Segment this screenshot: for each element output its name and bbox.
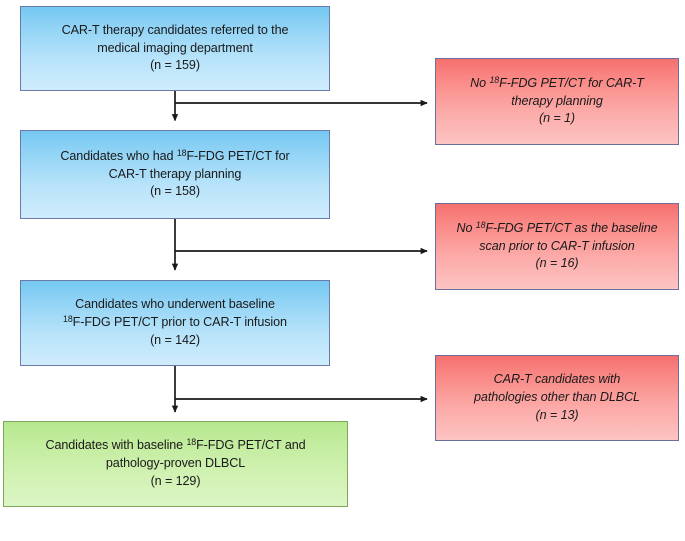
node-final-cohort-line2: pathology-proven DLBCL (105, 456, 246, 471)
node-no-pet-ct-planning-count: (n = 1) (538, 111, 576, 126)
node-baseline-pet-ct: Candidates who underwent baseline 18F-FD… (20, 280, 330, 366)
node-baseline-pet-ct-count: (n = 142) (150, 332, 200, 347)
node-no-pet-ct-planning-line2: therapy planning (511, 93, 603, 108)
node-no-pet-ct-planning-isotope: 18 (489, 74, 500, 85)
node-no-pet-ct-planning: No 18F-FDG PET/CT for CAR-T therapy plan… (435, 58, 679, 145)
node-other-pathologies-line1: CAR-T candidates with (493, 372, 621, 387)
node-other-pathologies: CAR-T candidates with pathologies other … (435, 355, 679, 441)
node-referred-line2: medical imaging department (97, 40, 253, 55)
node-had-pet-ct-line2: CAR-T therapy planning (108, 166, 242, 181)
node-had-pet-ct: Candidates who had 18F-FDG PET/CT for CA… (20, 130, 330, 219)
node-baseline-pet-ct-isotope: 18 (63, 314, 73, 325)
node-other-pathologies-count: (n = 13) (535, 407, 579, 422)
node-other-pathologies-line2: pathologies other than DLBCL (474, 390, 640, 405)
node-final-cohort: Candidates with baseline 18F-FDG PET/CT … (3, 421, 348, 507)
node-no-baseline-scan: No 18F-FDG PET/CT as the baseline scan p… (435, 203, 679, 290)
node-final-cohort-line1-post: F-FDG PET/CT and (196, 438, 306, 453)
node-referred: CAR-T therapy candidates referred to the… (20, 6, 330, 91)
node-no-baseline-scan-isotope: 18 (475, 219, 486, 230)
node-had-pet-ct-line1-post: F-FDG PET/CT for (186, 148, 290, 163)
node-final-cohort-count: (n = 129) (150, 473, 201, 488)
node-final-cohort-line1-pre: Candidates with baseline (45, 438, 187, 453)
node-no-pet-ct-planning-line1-pre: No (470, 75, 490, 90)
node-no-baseline-scan-count: (n = 16) (535, 256, 579, 271)
node-final-cohort-isotope: 18 (186, 437, 197, 448)
node-referred-line1: CAR-T therapy candidates referred to the (61, 22, 289, 37)
node-no-pet-ct-planning-line1-post: F-FDG PET/CT for CAR-T (499, 75, 644, 90)
node-baseline-pet-ct-line1: Candidates who underwent baseline (75, 297, 275, 312)
node-no-baseline-scan-line2: scan prior to CAR-T infusion (479, 238, 635, 253)
node-referred-count: (n = 159) (150, 58, 200, 73)
node-baseline-pet-ct-line2-post: F-FDG PET/CT prior to CAR-T infusion (72, 315, 287, 330)
node-no-baseline-scan-line1-post: F-FDG PET/CT as the baseline (485, 220, 658, 235)
node-had-pet-ct-isotope: 18 (176, 147, 187, 158)
node-had-pet-ct-line1-pre: Candidates who had (60, 148, 177, 163)
node-had-pet-ct-count: (n = 158) (150, 184, 200, 199)
node-no-baseline-scan-line1-pre: No (456, 220, 476, 235)
